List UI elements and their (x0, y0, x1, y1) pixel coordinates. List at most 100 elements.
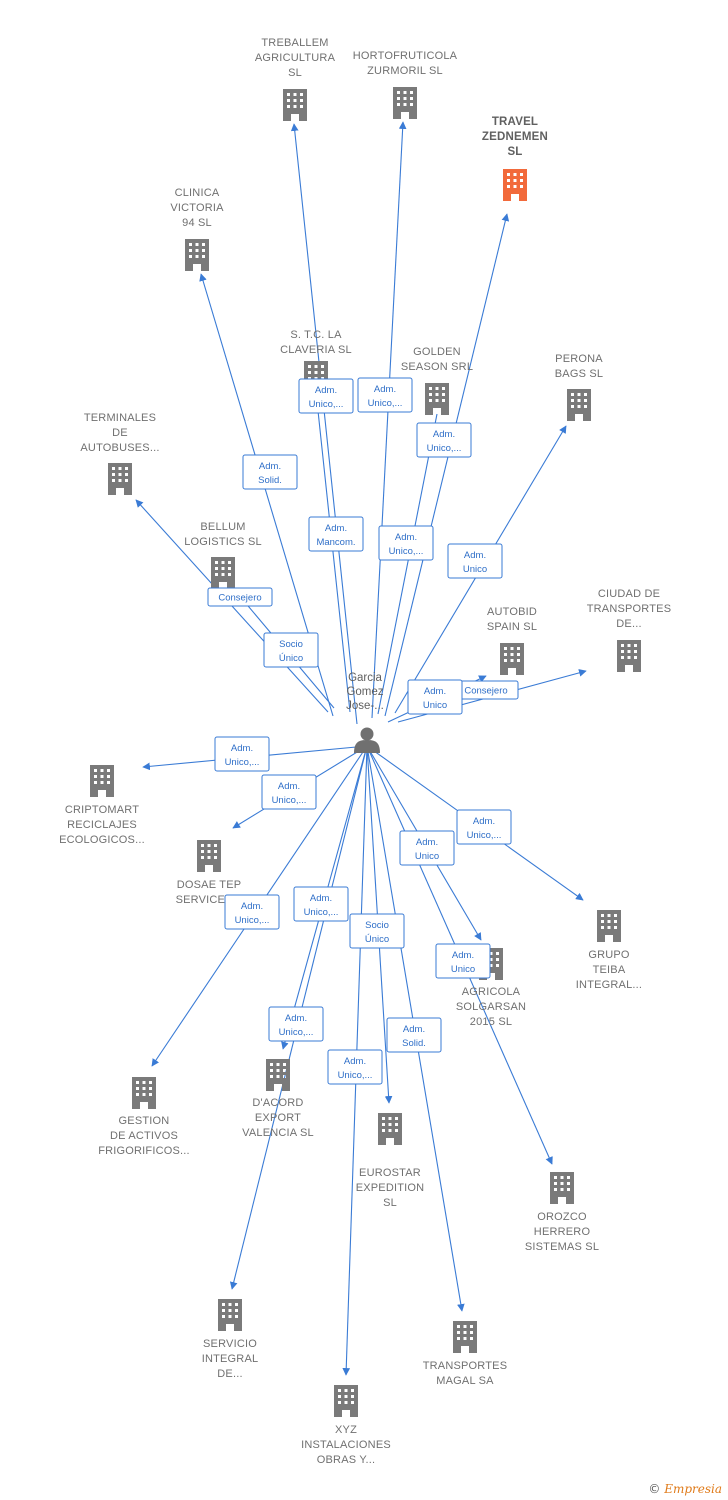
company-node-grupo[interactable]: GRUPOTEIBAINTEGRAL... (576, 910, 642, 991)
role-badge-stc[interactable]: Adm.Unico,... (298, 378, 354, 414)
role-label: Unico,... (389, 546, 424, 557)
role-badge-ciudad[interactable]: Consejero (453, 680, 519, 700)
role-badge-dacord[interactable]: Adm.Unico,... (293, 886, 349, 922)
company-label-line: OBRAS Y... (317, 1454, 375, 1466)
company-label-line: SL (507, 146, 522, 158)
building-icon (197, 840, 221, 872)
company-label-line: GOLDEN (413, 346, 461, 358)
building-icon (218, 1299, 242, 1331)
company-label-line: TRANSPORTES (423, 1360, 508, 1372)
company-node-servicio[interactable]: SERVICIOINTEGRALDE... (202, 1299, 259, 1380)
brand-logo[interactable]: Empresia (664, 1482, 722, 1496)
role-label: Unico,... (309, 399, 344, 410)
company-label-line: DE ACTIVOS (110, 1130, 178, 1142)
role-badge-travel[interactable]: Adm.Unico,... (416, 422, 472, 458)
company-label-line: OROZCO (537, 1211, 587, 1223)
building-icon (393, 87, 417, 119)
edge-hortofruticola (371, 121, 407, 719)
company-label-line: BELLUM (200, 521, 245, 533)
role-badge-criptomart[interactable]: Adm.Unico,... (214, 736, 270, 772)
company-node-bellum[interactable]: BELLUM LOGISTICS SL (184, 521, 262, 589)
role-badge-terminales[interactable]: Consejero (207, 587, 273, 607)
role-label: Adm. (310, 893, 332, 904)
role-label: Adm. (416, 837, 438, 848)
role-badge-agricola[interactable]: Adm.Unico (399, 830, 455, 866)
role-label: Adm. (424, 686, 446, 697)
company-label-line: DE... (616, 618, 641, 630)
role-badge-servicio[interactable]: Adm.Unico,... (268, 1006, 324, 1042)
role-label: Mancom. (316, 537, 355, 548)
role-badge-orozco[interactable]: Adm.Unico (435, 943, 491, 979)
building-icon (334, 1385, 358, 1417)
role-badge-autobid[interactable]: Adm.Unico (407, 679, 463, 715)
role-badge-gestion[interactable]: Adm.Unico,... (224, 894, 280, 930)
company-label-line: FRIGORIFICOS... (98, 1145, 190, 1157)
role-badge-perona[interactable]: Adm.Unico (447, 543, 503, 579)
role-badge-treballem[interactable]: Adm.Mancom. (308, 516, 364, 552)
building-icon (597, 910, 621, 942)
role-label: Adm. (395, 532, 417, 543)
company-label-line: INTEGRAL... (576, 979, 642, 991)
role-badge-hortofruticola[interactable]: Adm.Unico,... (357, 377, 413, 413)
person-body-icon (354, 740, 380, 753)
role-badge-clinica[interactable]: Adm.Solid. (242, 454, 298, 490)
building-icon (283, 89, 307, 121)
company-label-line: INSTALACIONES (301, 1439, 391, 1451)
company-label-line: LOGISTICS SL (184, 536, 262, 548)
role-label: Consejero (218, 593, 261, 604)
company-node-criptomart[interactable]: CRIPTOMARTRECICLAJESECOLOGICOS... (59, 765, 145, 846)
company-label-line: EUROSTAR (359, 1167, 421, 1179)
building-icon (108, 463, 132, 495)
edge-travel (384, 213, 510, 717)
building-icon (567, 389, 591, 421)
role-label: Unico,... (338, 1070, 373, 1081)
company-label-line: AGRICOLA (462, 986, 521, 998)
role-label: Adm. (433, 429, 455, 440)
company-label-line: 94 SL (182, 217, 212, 229)
company-node-terminales[interactable]: TERMINALESDEAUTOBUSES... (80, 412, 159, 495)
company-label-line: EXPEDITION (356, 1182, 425, 1194)
company-label-line: TREBALLEM (261, 37, 328, 49)
building-icon (550, 1172, 574, 1204)
role-badge-golden[interactable]: Adm. Unico,... (378, 525, 434, 561)
building-icon (132, 1077, 156, 1109)
company-label-line: GRUPO (588, 949, 630, 961)
role-badge-dosae[interactable]: Adm.Unico,... (261, 774, 317, 810)
role-label: Unico,... (368, 398, 403, 409)
company-label-line: EXPORT (255, 1112, 301, 1124)
role-badge-xyz[interactable]: Adm.Unico,... (327, 1049, 383, 1085)
company-label-line: DE... (217, 1368, 242, 1380)
company-node-ciudad[interactable]: CIUDAD DETRANSPORTESDE... (587, 588, 672, 672)
company-label-line: CLINICA (175, 187, 220, 199)
role-label: Adm. (241, 901, 263, 912)
company-label-line: 2015 SL (470, 1016, 512, 1028)
company-label-line: DE (112, 427, 128, 439)
company-label-line: TRAVEL (492, 116, 538, 128)
building-icon (211, 557, 235, 589)
company-label-line: TERMINALES (84, 412, 156, 424)
role-badge-transportes[interactable]: Adm.Solid. (386, 1017, 442, 1053)
building-icon (266, 1059, 290, 1091)
person-node[interactable]: GarciaGomezJose-... (346, 672, 384, 753)
company-label-line: BAGS SL (555, 368, 603, 380)
copyright-symbol: © (648, 1482, 661, 1496)
role-badge-grupo[interactable]: Adm.Unico,... (456, 809, 512, 845)
